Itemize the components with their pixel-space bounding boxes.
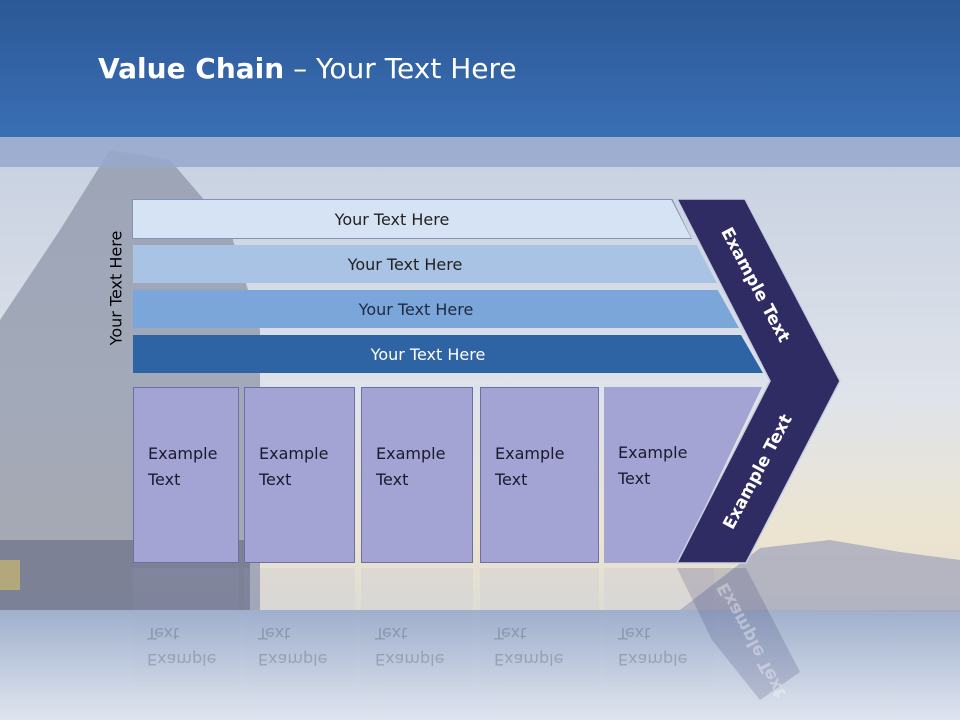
band-3: Your Text Here xyxy=(133,290,739,328)
header-bar xyxy=(0,0,960,137)
side-label: Your Text Here xyxy=(106,230,126,346)
activity-box-3: Example Text xyxy=(361,387,473,563)
activity-box-2-line2: Text xyxy=(259,470,292,489)
activity-box-4-line2: Text xyxy=(495,470,528,489)
activity-box-3-line1: Example xyxy=(376,444,446,463)
activity-box-1-line2: Text xyxy=(148,470,181,489)
header-stripe xyxy=(0,137,960,167)
activity-box-4: Example Text xyxy=(480,387,599,563)
band-2-label: Your Text Here xyxy=(347,254,463,274)
band-2: Your Text Here xyxy=(133,245,717,283)
activity-box-2-line1: Example xyxy=(259,444,329,463)
activity-box-2: Example Text xyxy=(244,387,355,563)
band-3-label: Your Text Here xyxy=(358,299,474,319)
page-title: Value Chain – Your Text Here xyxy=(98,52,517,85)
activity-box-1: Example Text xyxy=(133,387,239,563)
activity-box-3-line2: Text xyxy=(376,470,409,489)
activity-box-1-line1: Example xyxy=(148,444,218,463)
band-1-label: Your Text Here xyxy=(334,209,450,229)
band-4-label: Your Text Here xyxy=(370,344,486,364)
band-1: Your Text Here xyxy=(133,200,691,238)
activity-box-5-line1: Example xyxy=(618,443,688,462)
band-4: Your Text Here xyxy=(133,335,763,373)
activity-box-5-line2: Text xyxy=(618,469,651,488)
activity-box-4-line1: Example xyxy=(495,444,565,463)
